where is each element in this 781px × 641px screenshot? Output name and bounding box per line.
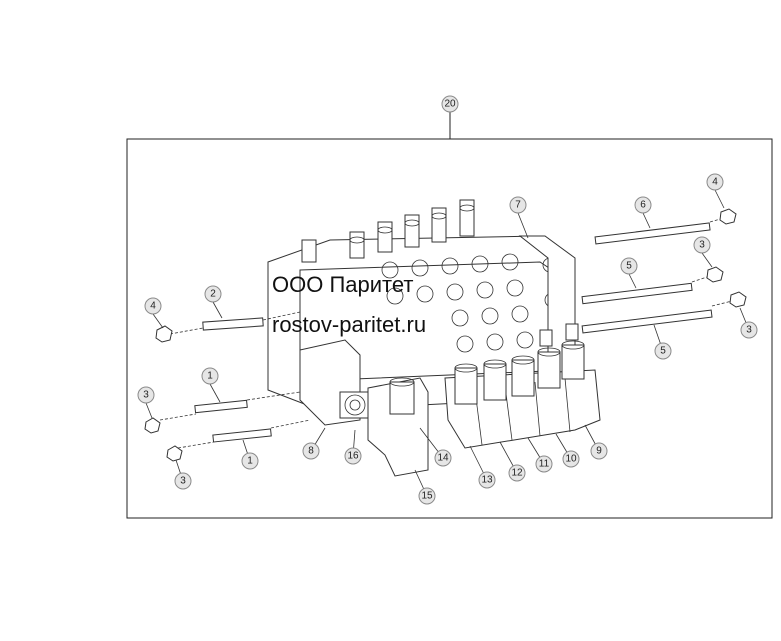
svg-text:13: 13 — [481, 475, 493, 486]
svg-text:4: 4 — [150, 301, 156, 312]
left-tie-rods — [144, 311, 311, 462]
lower-sections — [444, 323, 601, 449]
callout-12: 12 — [508, 464, 526, 482]
svg-text:16: 16 — [347, 451, 359, 462]
watermark-company: ООО Паритет — [272, 272, 414, 297]
section-15-block — [367, 377, 429, 477]
svg-text:20: 20 — [444, 99, 456, 110]
callout-3: 3 — [693, 236, 711, 254]
callout-4: 4 — [144, 297, 162, 315]
inlet-section — [299, 339, 379, 431]
callout-8: 8 — [302, 442, 320, 460]
svg-text:5: 5 — [626, 261, 632, 272]
watermark-url: rostov-paritet.ru — [272, 312, 427, 337]
callout-6: 6 — [634, 196, 652, 214]
callout-11: 11 — [535, 455, 553, 473]
svg-text:7: 7 — [515, 200, 521, 211]
svg-text:11: 11 — [539, 459, 550, 470]
callout-7: 7 — [509, 196, 527, 214]
svg-text:12: 12 — [511, 468, 523, 479]
callout-9: 9 — [590, 442, 608, 460]
svg-text:1: 1 — [247, 456, 253, 467]
callout-14: 14 — [434, 449, 452, 467]
svg-text:6: 6 — [640, 200, 646, 211]
callout-3: 3 — [137, 386, 155, 404]
svg-text:5: 5 — [660, 346, 666, 357]
callout-3: 3 — [740, 321, 758, 339]
callout-2: 2 — [204, 285, 222, 303]
svg-text:3: 3 — [180, 476, 186, 487]
callout-5: 5 — [654, 342, 672, 360]
svg-text:9: 9 — [596, 446, 602, 457]
callout-13: 13 — [478, 471, 496, 489]
top-solenoids — [301, 199, 475, 263]
spool-ports — [381, 253, 560, 353]
svg-text:15: 15 — [421, 491, 433, 502]
callout-20: 20 — [441, 95, 459, 113]
svg-text:4: 4 — [712, 177, 718, 188]
svg-text:3: 3 — [143, 390, 149, 401]
svg-text:3: 3 — [746, 325, 752, 336]
right-tie-rods — [581, 208, 747, 334]
callout-5: 5 — [620, 257, 638, 275]
callout-15: 15 — [418, 487, 436, 505]
callout-10: 10 — [562, 450, 580, 468]
callout-4: 4 — [706, 173, 724, 191]
callout-16: 16 — [344, 447, 362, 465]
svg-text:3: 3 — [699, 240, 705, 251]
svg-text:10: 10 — [565, 454, 577, 465]
svg-text:8: 8 — [308, 446, 314, 457]
callout-1: 1 — [241, 452, 259, 470]
callout-3: 3 — [174, 472, 192, 490]
svg-text:2: 2 — [210, 289, 216, 300]
callout-1: 1 — [201, 367, 219, 385]
svg-text:14: 14 — [437, 453, 449, 464]
svg-text:1: 1 — [207, 371, 213, 382]
